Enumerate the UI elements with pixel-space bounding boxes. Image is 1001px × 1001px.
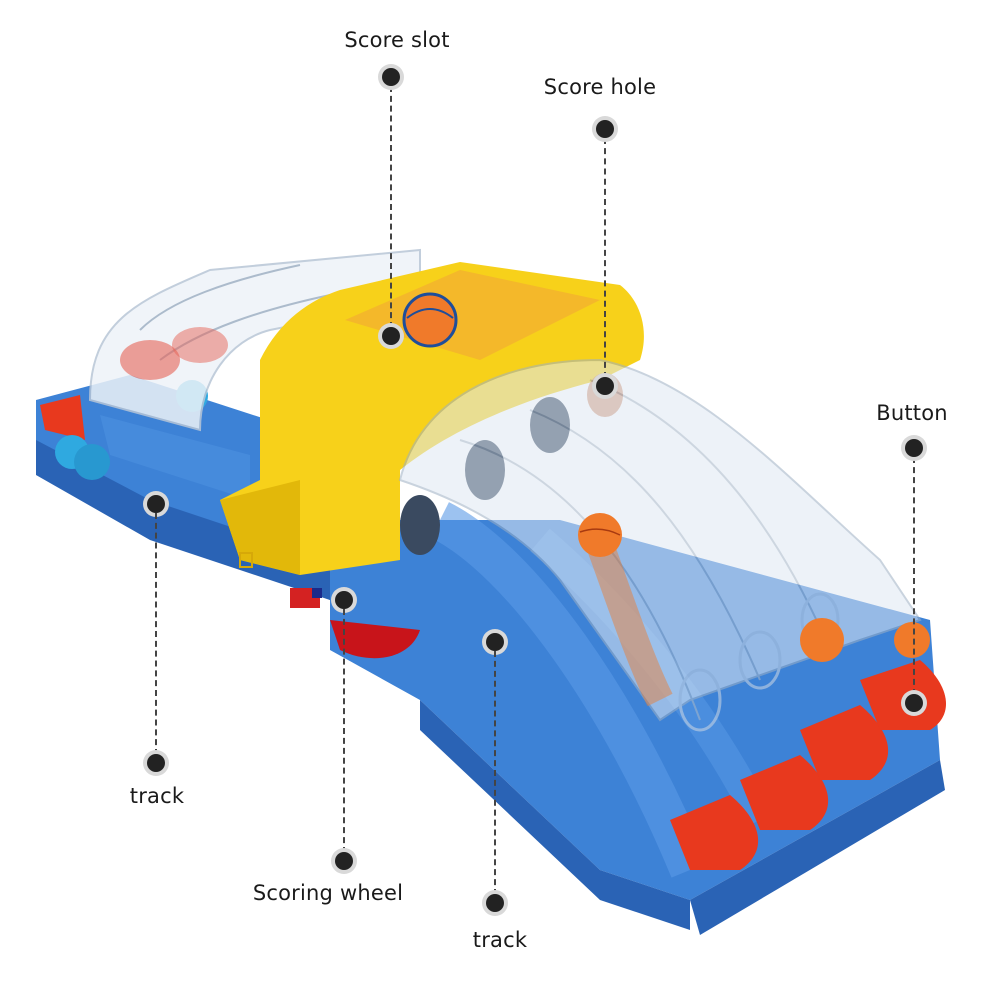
callout-dot-icon	[596, 120, 614, 138]
leader-line-track-right	[494, 651, 496, 895]
leader-line-track-left	[155, 513, 157, 755]
label-scoring-wheel: Scoring wheel	[252, 881, 404, 905]
leader-line-scoring-wheel	[343, 609, 345, 853]
label-button: Button	[876, 401, 948, 425]
callout-dot-icon	[382, 68, 400, 86]
label-score-slot: Score slot	[344, 28, 450, 52]
target-dot-icon	[382, 327, 400, 345]
leader-line-score-slot	[390, 86, 392, 328]
callout-dot-icon	[147, 754, 165, 772]
callout-dot-icon	[905, 439, 923, 457]
target-dot-icon	[905, 694, 923, 712]
callout-dot-icon	[335, 852, 353, 870]
scoring-wheel-shape	[290, 588, 420, 659]
label-track-left: track	[129, 784, 185, 808]
label-track-right: track	[472, 928, 528, 952]
target-dot-icon	[147, 495, 165, 513]
leader-line-score-hole	[604, 138, 606, 378]
target-dot-icon	[335, 591, 353, 609]
flipper-buttons	[670, 660, 947, 870]
target-dot-icon	[486, 633, 504, 651]
label-score-hole: Score hole	[543, 75, 657, 99]
leader-line-button	[913, 457, 915, 695]
balls	[578, 513, 930, 707]
callout-dot-icon	[486, 894, 504, 912]
target-dot-icon	[596, 377, 614, 395]
